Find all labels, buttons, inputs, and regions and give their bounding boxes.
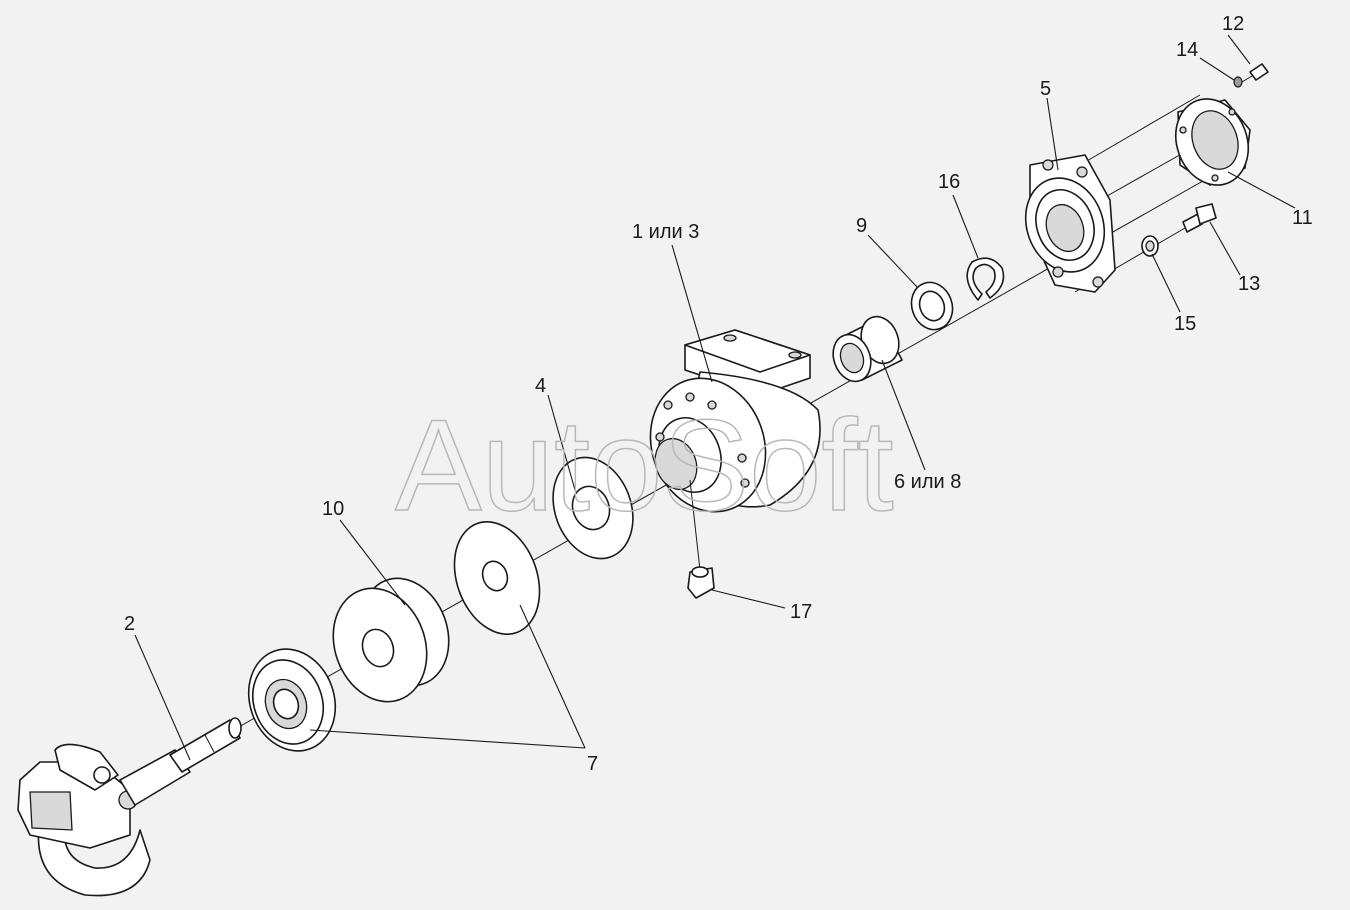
part-lock-washer-9 (910, 281, 954, 331)
part-cover-11 (1175, 98, 1251, 186)
callout-labels: 2 4 1 или 3 10 7 9 16 5 11 12 14 13 15 1… (124, 13, 1313, 775)
part-bushing-6-8 (832, 315, 903, 383)
callout-7: 7 (587, 753, 598, 775)
callout-11: 11 (1292, 207, 1313, 229)
part-retaining-ring-16 (966, 257, 1005, 301)
callout-13: 13 (1238, 273, 1260, 295)
part-hook-2 (17, 717, 242, 897)
part-grease-fitting-17 (687, 479, 715, 599)
part-housing-1-3 (649, 329, 821, 513)
callout-6-or-8: 6 или 8 (894, 471, 961, 493)
part-bolt-13 (1182, 203, 1217, 233)
part-small-bolt-12 (1241, 63, 1269, 83)
watermark: AutoSoft (395, 392, 894, 538)
callout-16: 16 (938, 171, 960, 193)
callout-12: 12 (1222, 13, 1244, 35)
callout-9: 9 (856, 215, 867, 237)
callout-15: 15 (1174, 313, 1196, 335)
part-washer-7 (453, 521, 541, 635)
callout-4: 4 (535, 375, 546, 397)
callout-2: 2 (124, 613, 135, 635)
leader-lines (134, 34, 1296, 761)
part-washer-15 (1141, 235, 1159, 257)
callout-1-or-3: 1 или 3 (632, 221, 699, 243)
part-flange-washer-7 (247, 648, 337, 752)
callout-5: 5 (1040, 78, 1051, 100)
callout-10: 10 (322, 498, 344, 520)
part-small-washer-14 (1233, 76, 1243, 88)
part-flange-5 (1024, 154, 1116, 293)
part-spool-10 (332, 577, 450, 703)
callout-14: 14 (1176, 39, 1198, 61)
callout-17: 17 (790, 601, 812, 623)
